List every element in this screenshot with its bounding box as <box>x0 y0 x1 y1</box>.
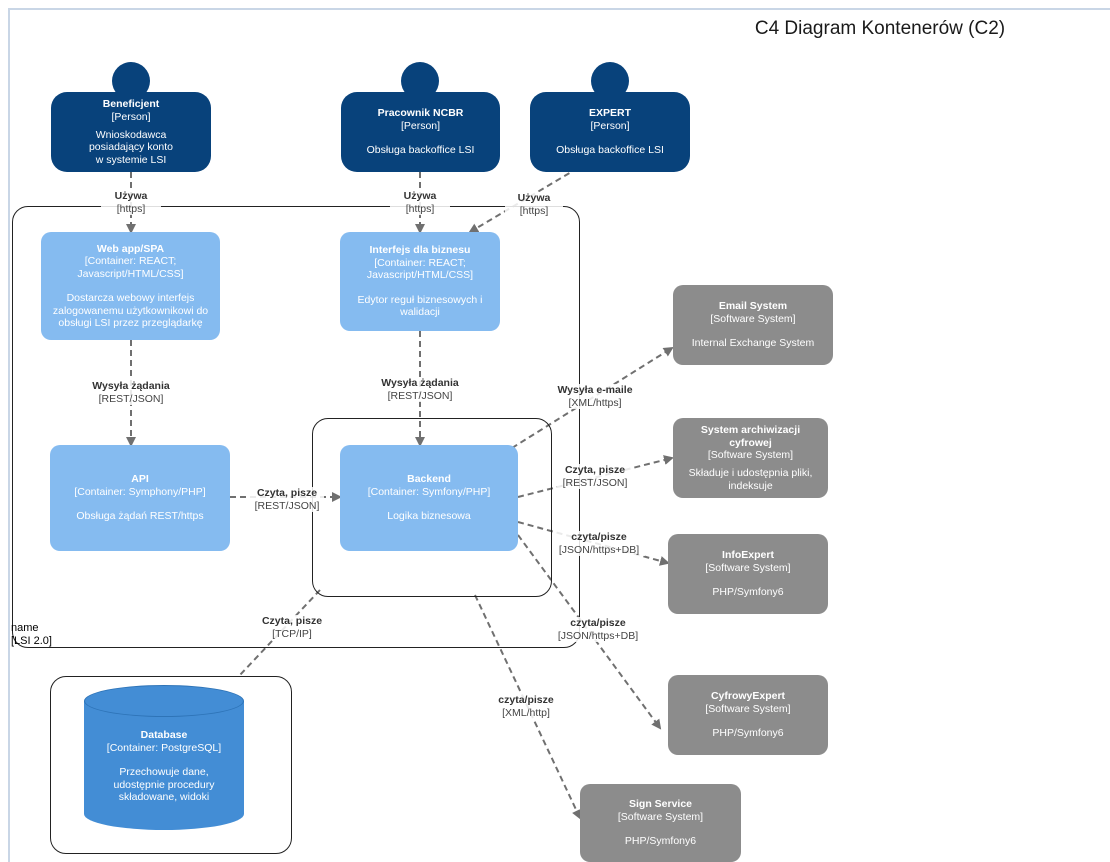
database-type: [Container: PostgreSQL] <box>106 741 222 754</box>
external-desc-line: Składuje i udostępnia pliki, <box>688 467 813 479</box>
container-desc-line: walidacji <box>400 306 440 319</box>
external-email-system[interactable]: Email System [Software System] Internal … <box>673 285 833 365</box>
container-name: API <box>131 473 149 486</box>
external-type: [Software System] <box>705 702 791 715</box>
external-system-archiwizacji[interactable]: System archiwizacji cyfrowej [Software S… <box>673 418 828 498</box>
person-type: [Person] <box>111 110 151 123</box>
container-desc-line: Edytor reguł biznesowych i <box>357 293 483 306</box>
edge-label: Używa [https] <box>390 190 450 215</box>
container-web-app-spa[interactable]: Web app/SPA [Container: REACT; Javascrip… <box>41 232 220 340</box>
edge-backend-infoexpert <box>517 521 670 566</box>
edge-label: Wysyła żądania [REST/JSON] <box>81 380 181 405</box>
container-type: Javascript/HTML/CSS] <box>77 267 184 280</box>
database-desc-line: Przechowuje dane, <box>119 766 209 778</box>
external-type: [Software System] <box>707 449 794 461</box>
edge-label: Czyta, pisze [REST/JSON] <box>250 487 324 512</box>
external-name: System archiwizacji <box>700 424 801 436</box>
external-cyfrowyexpert[interactable]: CyfrowyExpert [Software System] PHP/Symf… <box>668 675 828 755</box>
person-desc-line: Obsługa backoffice LSI <box>366 144 475 157</box>
external-name: Email System <box>718 300 788 313</box>
person-type: [Person] <box>590 119 630 132</box>
person-type: [Person] <box>400 119 441 132</box>
container-name: Interfejs dla biznesu <box>369 244 471 257</box>
database-name: Database <box>140 729 188 741</box>
external-desc-line: PHP/Symfony6 <box>624 835 697 848</box>
container-name: Backend <box>407 473 451 486</box>
person-expert[interactable]: EXPERT [Person] Obsługa backoffice LSI <box>530 92 690 172</box>
edge-label: Wysyła e-maile [XML/https] <box>549 384 641 409</box>
external-type: [Software System] <box>710 312 796 325</box>
external-desc-line: PHP/Symfony6 <box>712 586 784 599</box>
external-type: [Software System] <box>705 561 791 574</box>
person-desc-line: posiadający konto <box>88 141 174 153</box>
person-name: Beneficjent <box>102 98 160 110</box>
container-desc-line: zalogowanemu użytkownikowi do <box>52 304 209 317</box>
database-desc-line: składowane, widoki <box>118 791 210 803</box>
container-type: [Container: REACT; <box>84 255 177 267</box>
system-boundary-lsi <box>12 206 580 648</box>
edge-label: czyta/pisze [XML/http] <box>493 694 559 719</box>
database-desc-line: udostępnie procedury <box>113 778 215 791</box>
container-desc-line: Dostarcza webowy interfejs <box>66 292 195 304</box>
edge-label: Wysyła żądania [REST/JSON] <box>370 377 470 402</box>
person-desc-line: Wnioskodawca <box>95 128 167 141</box>
edge-label: czyta/pisze [JSON/https+DB] <box>552 617 644 642</box>
external-desc-line: indeksuje <box>728 479 773 492</box>
person-desc-line: Obsługa backoffice LSI <box>556 144 664 157</box>
edge-label: Czyta, pisze [TCP/IP] <box>255 615 329 640</box>
external-infoexpert[interactable]: InfoExpert [Software System] PHP/Symfony… <box>668 534 828 614</box>
external-name: CyfrowyExpert <box>710 690 786 703</box>
edge-label: Używa [https] <box>101 190 161 215</box>
container-desc-line: Obsługa żądań REST/https <box>76 510 204 523</box>
edge-label: Czyta, pisze [REST/JSON] <box>557 464 633 489</box>
edge-label: czyta/pisze [JSON/https+DB] <box>553 531 645 556</box>
database-cylinder-body <box>84 701 244 814</box>
person-pracownik-ncbr[interactable]: Pracownik NCBR [Person] Obsługa backoffi… <box>341 92 500 172</box>
diagram-title: C4 Diagram Kontenerów (C2) <box>754 18 1006 39</box>
database-cylinder-top <box>84 685 244 717</box>
boundary-name: name <box>11 622 39 634</box>
external-name: Sign Service <box>628 798 693 811</box>
external-type: [Software System] <box>617 810 704 823</box>
database-text: Database [Container: PostgreSQL] Przecho… <box>84 729 244 804</box>
edge-backend-archiwum <box>517 455 674 498</box>
external-desc-line: Internal Exchange System <box>691 337 815 350</box>
boundary-label: name [LSI 2.0] <box>11 622 52 648</box>
external-sign-service[interactable]: Sign Service [Software System] PHP/Symfo… <box>580 784 741 862</box>
canvas-border-top <box>8 8 1110 10</box>
container-type: [Container: Symfony/PHP] <box>367 485 491 498</box>
container-type: [Container: Symphony/PHP] <box>74 485 206 498</box>
external-name: InfoExpert <box>722 549 774 562</box>
container-desc-line: obsługi LSI przez przeglądarkę <box>58 317 203 329</box>
container-backend[interactable]: Backend [Container: Symfony/PHP] Logika … <box>340 445 518 551</box>
external-desc-line: PHP/Symfony6 <box>712 727 784 740</box>
person-beneficjent[interactable]: Beneficjent [Person] Wnioskodawca posiad… <box>51 92 211 172</box>
person-name: EXPERT <box>588 107 631 120</box>
container-type: [Container: REACT; <box>374 256 466 269</box>
container-interfejs-dla-biznesu[interactable]: Interfejs dla biznesu [Container: REACT;… <box>340 232 500 331</box>
container-api[interactable]: API [Container: Symphony/PHP] Obsługa żą… <box>50 445 230 551</box>
container-type: Javascript/HTML/CSS] <box>366 269 474 282</box>
container-desc-line: Logika biznesowa <box>387 510 471 523</box>
external-name: cyfrowej <box>729 436 772 449</box>
canvas-border-left <box>8 8 10 862</box>
person-name: Pracownik NCBR <box>377 107 464 120</box>
person-desc-line: w systemie LSI <box>95 153 167 166</box>
boundary-tech: [LSI 2.0] <box>11 635 52 647</box>
edge-label: Używa [https] <box>505 192 563 217</box>
database-group-boundary <box>50 676 292 854</box>
container-database[interactable]: Database [Container: PostgreSQL] Przecho… <box>84 685 244 830</box>
container-name: Web app/SPA <box>96 242 165 255</box>
